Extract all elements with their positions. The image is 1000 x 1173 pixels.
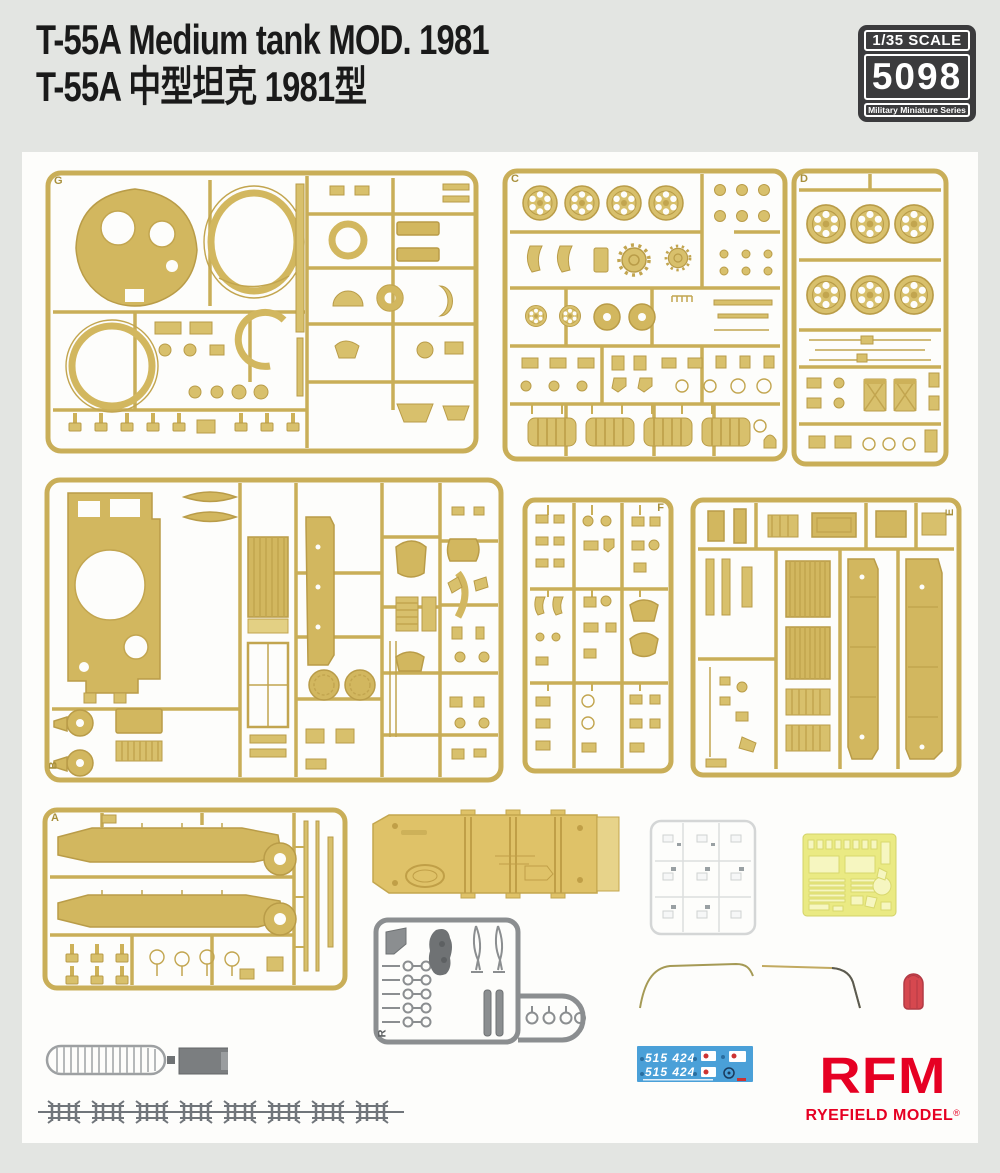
rfm-logo: RFM [819, 1048, 947, 1105]
sprue-f-parts-illustration [522, 497, 674, 774]
sprue-f: F [522, 497, 674, 774]
brand-name: RYEFIELD MODEL® [797, 1107, 969, 1125]
sprue-g: G [45, 170, 479, 454]
sprue-b-letter: B [47, 761, 60, 770]
red-rubber-part [900, 972, 927, 1012]
track-links-runner [36, 1093, 408, 1131]
sprue-b: B [44, 477, 504, 783]
photo-etch-fret [801, 832, 898, 918]
track-links-illustration [38, 1099, 404, 1125]
scale-label: 1/35 SCALE [864, 30, 970, 51]
decal-sheet-illustration: 515 424 515 424 [637, 1046, 753, 1082]
lower-hull-illustration [372, 809, 620, 899]
red-part-illustration [903, 973, 924, 1010]
decal-numbers-row2: 515 424 [645, 1065, 695, 1079]
sprue-r-parts-illustration [373, 917, 586, 1045]
copper-wires [636, 956, 872, 1012]
clear-parts-sprue [647, 817, 759, 938]
sprue-a-letter: A [51, 812, 59, 824]
registered-mark: ® [953, 1108, 961, 1118]
sprue-g-parts-illustration [45, 170, 479, 454]
decal-numbers-row1: 515 424 [645, 1051, 695, 1065]
series-label: Military Miniature Series [864, 103, 970, 117]
sprue-c-parts-illustration [502, 168, 788, 462]
sprue-d: D [791, 168, 949, 467]
kit-title: T-55A Medium tank MOD. 1981 T-55A 中型坦克 1… [36, 16, 490, 111]
sprue-f-letter: F [657, 502, 664, 514]
sprue-r-letter: R [376, 1029, 389, 1038]
sprue-g-letter: G [54, 175, 63, 187]
lower-hull-tub [365, 808, 623, 900]
brand-name-text: RYEFIELD MODEL [805, 1107, 954, 1124]
sprue-c-letter: C [511, 173, 519, 185]
sprue-d-parts-illustration [791, 168, 949, 467]
photo-etch-illustration [802, 833, 897, 917]
sprue-c: C [502, 168, 788, 462]
copper-wires-illustration [639, 962, 861, 1009]
sprue-b-parts-illustration [44, 477, 504, 783]
sprue-a-parts-illustration [42, 807, 348, 991]
kit-title-english: T-55A Medium tank MOD. 1981 [36, 16, 490, 63]
sprue-a: A [42, 807, 348, 991]
sprue-d-letter: D [800, 173, 808, 185]
sprue-r: R [372, 916, 592, 1049]
sprue-e-parts-illustration [690, 497, 962, 778]
kit-number-badge: 1/35 SCALE 5098 Military Miniature Serie… [858, 25, 976, 122]
kit-title-chinese: T-55A 中型坦克 1981型 [36, 63, 367, 111]
clear-cylinder-and-gray-part [43, 1040, 228, 1080]
decal-sheet: 515 424 515 424 [637, 1046, 753, 1085]
kit-number: 5098 [864, 54, 970, 100]
brand-block: RFM RYEFIELD MODEL® [797, 1051, 969, 1125]
clear-sprue-illustration [649, 819, 757, 936]
sprue-e: E [690, 497, 962, 778]
sprue-e-letter: E [943, 508, 956, 517]
clear-cylinder-illustration [45, 1044, 228, 1076]
